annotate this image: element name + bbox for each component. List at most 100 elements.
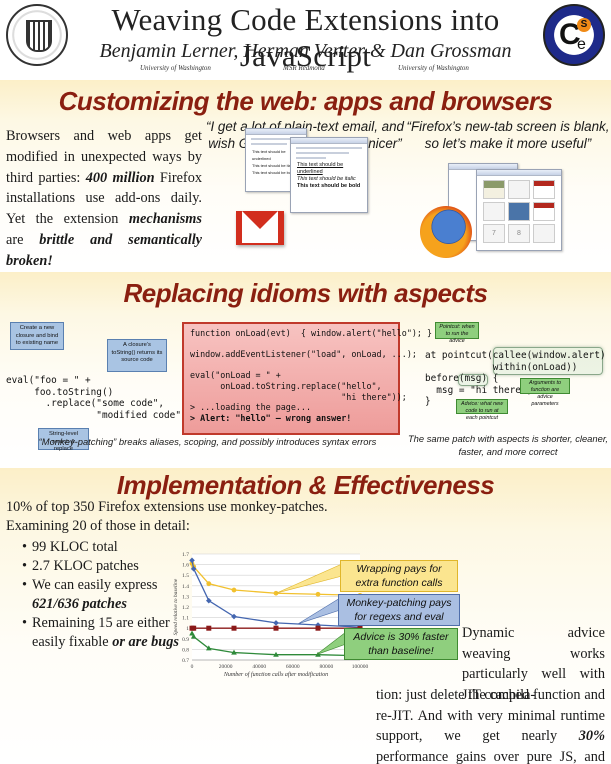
affiliation-1: University of Washington [140,64,211,72]
cse-logo-s: S [577,18,591,32]
aspects-caption: The same patch with aspects is shorter, … [407,433,609,457]
result-text: tion: just delete the cached function an… [376,687,605,744]
findings-list: 99 KLOC total 2.7 KLOC patches We can ea… [22,538,182,652]
svg-text:Number of function calls after: Number of function calls after modificat… [223,671,328,678]
intro-emphasis: brittle and semantically broken! [6,231,203,269]
callout-new-closure: Create a new closure and bind to existin… [10,322,64,350]
svg-text:0.8: 0.8 [182,647,189,653]
affiliation-2: MSR Redmond [283,64,325,72]
gmail-line: This text should be underlined [252,149,286,161]
svg-text:20000: 20000 [219,664,233,670]
section-aspects: Replacing idioms with aspects Create a n… [0,272,611,462]
cse-logo-e: e [577,36,586,53]
svg-text:1.7: 1.7 [182,552,189,558]
params-highlight [458,374,488,386]
svg-text:1: 1 [186,626,189,632]
bullet-text: 2.7 KLOC patches [32,558,139,574]
note-advice: Advice is 30% faster than baseline! [344,628,458,660]
gmail-line-underline: This text should be underlined [297,162,344,175]
gmail-screenshot-front: This text should be underlined This text… [290,137,368,213]
svg-text:1.6: 1.6 [182,563,189,569]
intro-text: Browsers and web apps get modified in un… [6,128,202,186]
callout-arguments: Arguments to function are advice paramet… [520,378,570,407]
example-code: function onLoad(evt) { window.alert("hel… [190,328,433,402]
aspect-code: at pointcut(callee(window.alert) && with… [425,350,606,407]
intro-text: are [6,231,40,248]
bullet-emphasis: or are bugs [112,634,179,650]
result-text: performance gains over pure JS, and [376,748,605,764]
svg-text:1.2: 1.2 [182,605,189,611]
section-title: Customizing the web: apps and browsers [58,86,553,116]
newtab-tile [483,180,505,199]
newtab-tile [483,202,505,221]
newtab-tile [533,180,555,199]
firefox-logo-icon [420,206,472,258]
section-implementation: Implementation & Effectiveness 10% of to… [0,468,611,764]
intro-emphasis: mechanisms [128,211,202,228]
list-item: We can easily express 621/636 patches [22,576,182,614]
note-monkey-patching: Monkey-patching pays for regexs and eval [338,594,460,626]
svg-text:1.1: 1.1 [182,616,189,622]
implementation-intro: 10% of top 350 Firefox extensions use mo… [6,499,328,534]
pointcut-highlight [493,347,603,375]
monkey-patch-caption: “Monkey-patching” breaks aliases, scopin… [38,436,377,447]
svg-text:0.9: 0.9 [182,637,189,643]
svg-text:0: 0 [191,664,194,670]
affiliations: University of Washington MSR Redmond Uni… [140,64,480,74]
intro-paragraph: Browsers and web apps get modified in un… [6,126,202,272]
example-output-loading: > ...loading the page... [190,402,312,413]
example-output-wrong: > Alert: "hello" – wrong answer! [190,412,352,423]
list-item: 2.7 KLOC patches [22,557,182,576]
newtab-tile [508,202,530,221]
bullet-text: Remaining 15 are either easily fixable [32,615,170,650]
callout-tostring: A closure’s toString() returns its sourc… [107,339,167,372]
result-paragraph-top: Dynamic advice weaving works particularl… [462,625,605,703]
gmail-line-italic: This text should be italic [297,176,356,182]
authors: Benjamin Lerner, Herman Venter & Dan Gro… [99,40,512,62]
section-title: Implementation & Effectiveness [116,470,495,500]
monkey-patch-example-box: function onLoad(evt) { window.alert("hel… [182,322,433,435]
gmail-line-bold: This text should be bold [297,183,361,189]
poster-header: Weaving Code Extensions into JavaScript … [0,0,611,78]
list-item: Remaining 15 are either easily fixable o… [22,614,182,652]
newtab-tiles: 7 8 [477,176,561,247]
result-paragraph-bottom: tion: just delete the cached function an… [376,685,605,764]
svg-text:40000: 40000 [252,664,266,670]
note-wrapping: Wrapping pays for extra function calls [340,560,458,592]
cse-logo-c: C [559,18,581,51]
intro-text: Firefox installations use add-ons daily.… [6,169,202,228]
svg-text:80000: 80000 [320,664,334,670]
svg-text:0.7: 0.7 [182,658,189,664]
list-item: 99 KLOC total [22,538,182,557]
gmail-line: This text should be bold [252,170,295,175]
svg-text:1.4: 1.4 [182,584,189,590]
svg-text:1.5: 1.5 [182,573,189,579]
uw-seal-logo [6,4,68,66]
newtab-tile [533,224,555,243]
bullet-emphasis: 621/636 patches [32,596,127,612]
svg-text:Speed relative to baseline: Speed relative to baseline [173,578,179,635]
firefox-newtab-screenshot: 7 8 [476,169,562,251]
newtab-tile [533,202,555,221]
newtab-tile: 8 [508,224,530,243]
svg-text:1.3: 1.3 [182,594,189,600]
cse-logo: C S e [543,4,605,66]
gmail-logo-icon [236,211,284,245]
gmail-line: This text should be italic [252,163,295,168]
bullet-text: We can easily express [32,577,158,593]
monkey-patch-code: eval("foo = " + foo.toString() .replace(… [6,375,198,421]
callout-string-search: String-level search & replace [38,428,89,452]
result-emphasis: 30% [578,728,605,744]
newtab-tile: 7 [483,224,505,243]
newtab-tile [508,180,530,199]
bullet-text: 99 KLOC total [32,539,118,555]
firefox-quote: “Firefox’s new-tab screen is blank, so l… [406,119,610,151]
svg-text:60000: 60000 [286,664,300,670]
callout-advice: Advice: what new code to run at each poi… [456,399,508,421]
svg-text:100000: 100000 [352,664,369,670]
affiliation-3: University of Washington [398,64,469,72]
poster-title: Weaving Code Extensions into JavaScript [111,2,500,73]
section-title: Replacing idioms with aspects [123,278,488,308]
callout-pointcut: Pointcut: when to run the advice [435,322,479,344]
intro-emphasis: 400 million [85,169,155,186]
